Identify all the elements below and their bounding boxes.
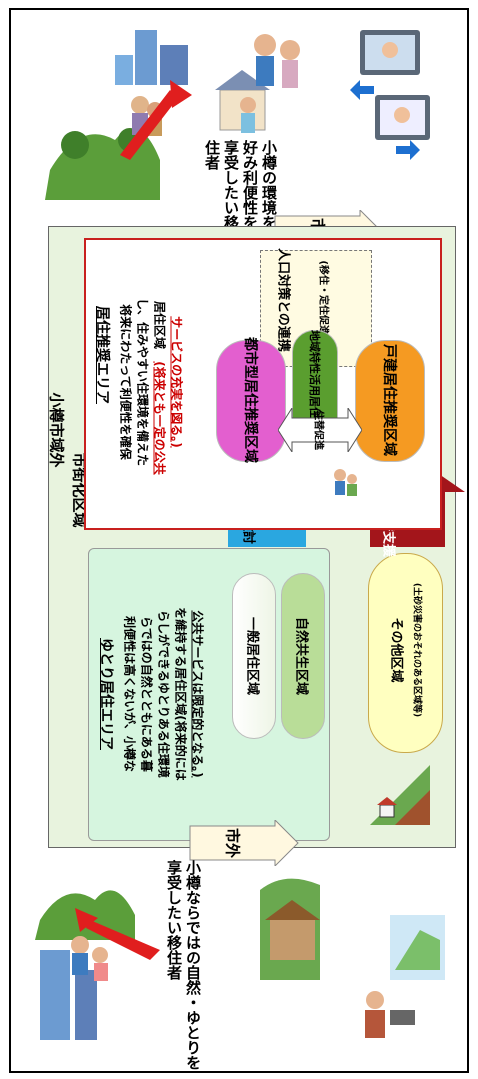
other-area-box bbox=[368, 553, 443, 753]
city-outside-arrow-bottom bbox=[189, 820, 299, 866]
bottom-illustrations bbox=[35, 878, 445, 1040]
general-residential-label: 一般居住区域 bbox=[244, 616, 260, 696]
outside-city-label: 小樽市域外 bbox=[47, 392, 66, 468]
nature-coexist-pill bbox=[281, 573, 325, 739]
relaxed-area-title: ゆとり居住エリア bbox=[98, 638, 114, 750]
migrant-convenience-label: 小樽の環境を好み利便性を享受したい移住者 bbox=[203, 140, 278, 230]
general-residential-pill bbox=[232, 573, 276, 739]
family-icon bbox=[334, 469, 357, 496]
relaxed-area-text: ゆとり居住エリア 利便性は高くないが、小樽な らではの自然とともにある暮 らしが… bbox=[98, 607, 205, 781]
recommended-area-title: 居住推奨エリア bbox=[94, 306, 110, 404]
detached-house-pill bbox=[355, 340, 425, 462]
other-area-label: その他区域 bbox=[388, 617, 404, 683]
landslide-icon bbox=[370, 765, 430, 825]
detached-house-label: 戸建居住推奨区域 bbox=[381, 344, 397, 456]
urban-type-label: 都市型居住推奨区域 bbox=[242, 337, 258, 463]
population-policy-label: 人口対策との連携 bbox=[275, 248, 291, 352]
top-illustrations bbox=[45, 30, 430, 200]
diagram-frame bbox=[9, 8, 469, 1073]
recommended-area-text: 居住推奨エリア 将来にわたって利便性を確保 し、住みやすい住環境を備えた 居住区… bbox=[94, 297, 184, 475]
relocation-double-arrow bbox=[278, 408, 362, 452]
migrant-nature-label: 小樽ならではの自然・ゆとりを享受したい移住者 bbox=[165, 860, 202, 1070]
urban-type-pill bbox=[216, 340, 286, 462]
nature-coexist-label: 自然共生区域 bbox=[293, 616, 309, 696]
population-policy-sub: (移住・定住促進) bbox=[317, 260, 329, 340]
relocation-promo-label: 住替促進 bbox=[312, 410, 324, 450]
other-area-sub: (土砂災害のおそれのある区域等) bbox=[411, 582, 422, 718]
city-outside-label-bottom: 市外 bbox=[223, 827, 242, 859]
